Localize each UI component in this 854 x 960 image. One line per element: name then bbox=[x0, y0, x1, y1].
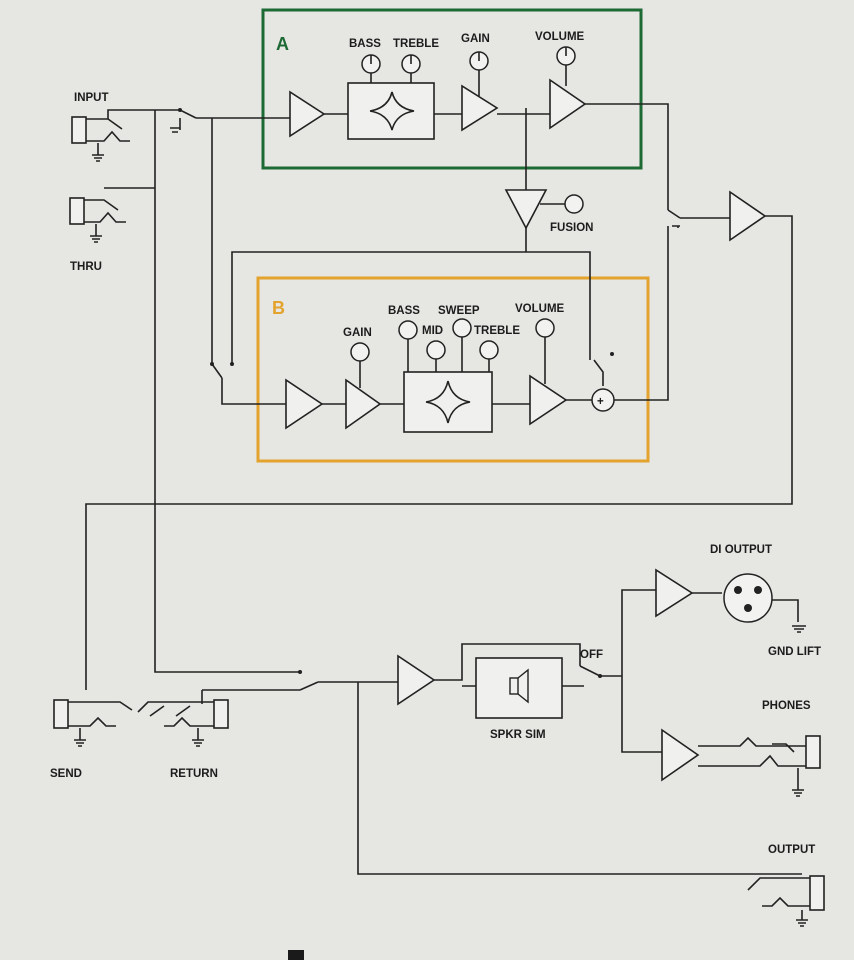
return-jack bbox=[137, 699, 229, 747]
block-a-treble-label: TREBLE bbox=[393, 38, 439, 50]
block-a-volume-label: VOLUME bbox=[535, 31, 585, 43]
spkr-sim-label: SPKR SIM bbox=[490, 729, 546, 741]
block-b-volume-label: VOLUME bbox=[515, 303, 565, 315]
speaker-icon bbox=[509, 668, 529, 704]
xlr-connector-icon bbox=[723, 573, 773, 623]
block-a-bass-label: BASS bbox=[349, 38, 381, 50]
block-b-input-amp bbox=[285, 378, 324, 430]
input-wire bbox=[104, 109, 300, 673]
send-label: SEND bbox=[50, 768, 82, 780]
spkr-sim-box bbox=[475, 657, 563, 719]
svg-text:+: + bbox=[597, 396, 604, 408]
block-b-bass-label: BASS bbox=[388, 305, 420, 317]
block-b-gain-label: GAIN bbox=[343, 327, 372, 339]
block-b-mid-label: MID bbox=[422, 325, 443, 337]
spkr-switch-node bbox=[598, 674, 602, 678]
di-amp bbox=[655, 568, 694, 618]
page-mark bbox=[288, 950, 304, 960]
block-b-dot bbox=[610, 352, 614, 356]
block-b-switch-node bbox=[210, 362, 214, 366]
loop-switch-node bbox=[298, 670, 302, 674]
block-b-gain-knob bbox=[350, 342, 370, 388]
spkr-sim-wire bbox=[434, 589, 662, 753]
block-a-gain-amp bbox=[461, 84, 499, 132]
block-a-treble-knob bbox=[401, 54, 421, 83]
input-switch-node bbox=[178, 108, 182, 112]
gnd-lift-ground bbox=[792, 625, 806, 633]
thru-label: THRU bbox=[70, 261, 102, 273]
block-b-sweep-label: SWEEP bbox=[438, 305, 480, 317]
block-b-summer: + bbox=[591, 388, 615, 412]
off-label: OFF bbox=[580, 649, 603, 661]
post-amp bbox=[397, 654, 436, 706]
gnd-lift-label: GND LIFT bbox=[768, 646, 821, 658]
block-b-frame bbox=[256, 276, 650, 463]
fusion-label: FUSION bbox=[550, 222, 593, 234]
send-jack bbox=[53, 699, 133, 747]
block-b-volume-knob bbox=[535, 318, 555, 384]
block-b-label: B bbox=[272, 298, 285, 318]
input-label: INPUT bbox=[74, 92, 109, 104]
block-b-gain-amp bbox=[345, 378, 382, 430]
block-a-frame bbox=[261, 8, 643, 170]
block-b-treble-knob bbox=[479, 340, 499, 372]
block-b-treble-label: TREBLE bbox=[474, 325, 520, 337]
block-a-volume-amp bbox=[549, 78, 587, 130]
block-a-eq-curve bbox=[369, 91, 415, 131]
block-a-gain-knob bbox=[469, 51, 489, 96]
phones-amp bbox=[661, 728, 700, 782]
block-b-bass-knob bbox=[398, 320, 418, 372]
return-label: RETURN bbox=[170, 768, 218, 780]
block-a-label: A bbox=[276, 34, 289, 54]
thru-jack bbox=[69, 197, 126, 243]
block-a-bass-knob bbox=[361, 54, 381, 83]
output-label: OUTPUT bbox=[768, 844, 815, 856]
fusion-amp bbox=[504, 189, 548, 230]
block-a-tone-stack bbox=[347, 82, 435, 140]
block-b-switch-node-2 bbox=[230, 362, 234, 366]
input-jack bbox=[71, 116, 130, 162]
fusion-wire bbox=[231, 228, 591, 364]
di-output-label: DI OUTPUT bbox=[710, 544, 772, 556]
fusion-knob bbox=[540, 194, 584, 214]
block-b-sweep-knob bbox=[452, 318, 472, 372]
block-b-volume-amp bbox=[529, 374, 568, 426]
block-a-volume-knob bbox=[556, 46, 576, 86]
di-wire bbox=[692, 592, 799, 622]
block-b-eq-curve bbox=[425, 380, 471, 424]
block-a-input-amp bbox=[289, 90, 326, 138]
phones-label: PHONES bbox=[762, 700, 811, 712]
output-jack bbox=[747, 875, 825, 927]
block-b-mid-knob bbox=[426, 340, 446, 372]
phones-jack bbox=[698, 735, 821, 797]
output-amp bbox=[729, 190, 767, 242]
block-a-wire bbox=[324, 103, 681, 219]
block-b-wire bbox=[211, 118, 669, 405]
output-selector-wire bbox=[85, 215, 793, 690]
block-a-gain-label: GAIN bbox=[461, 33, 490, 45]
